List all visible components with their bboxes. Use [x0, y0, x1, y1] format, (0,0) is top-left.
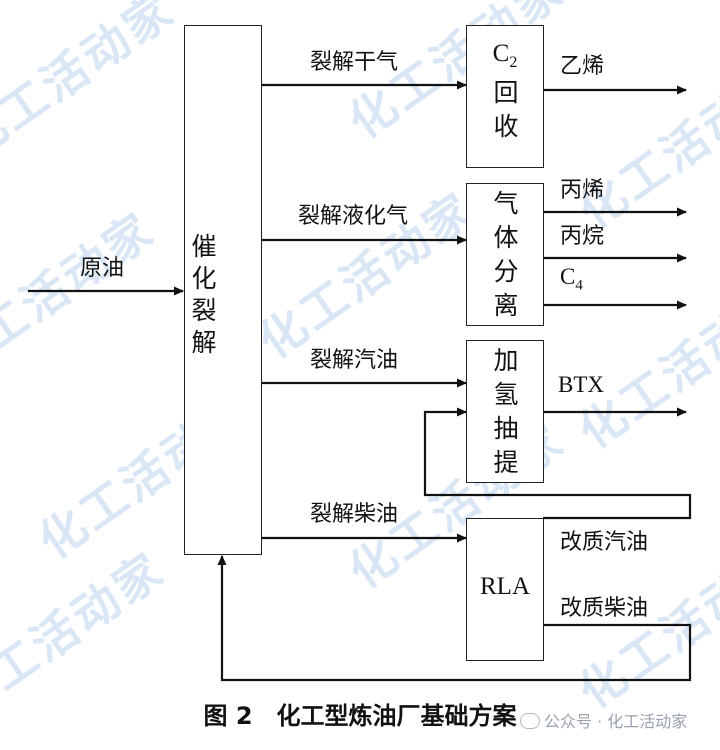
hydro-extraction-label: 加氢抽提	[493, 346, 519, 477]
c2-recovery-label: 回收	[493, 78, 519, 141]
propane-label: 丙烷	[560, 224, 605, 249]
lpg-label: 裂解液化气	[298, 204, 409, 229]
fcc-unit-box: 催化裂解	[184, 25, 262, 555]
feed-label: 原油	[80, 256, 125, 281]
ethylene-label: 乙烯	[560, 54, 605, 79]
diesel-label: 裂解柴油	[310, 502, 399, 527]
reformed-gasoline-recycle	[423, 407, 692, 520]
wechat-icon	[520, 713, 540, 729]
gas-separation-box: 气体分离	[466, 183, 544, 326]
reformed-gasoline-label: 改质汽油	[560, 530, 649, 555]
figure-caption: 图 2 化工型炼油厂基础方案	[203, 702, 517, 730]
c2-recovery-formula: C2	[492, 40, 518, 71]
hydro-extraction-box: 加氢抽提	[466, 340, 544, 483]
reformed-diesel-label: 改质柴油	[560, 596, 649, 621]
source-credit: 公众号 · 化工活动家	[520, 708, 687, 732]
rla-box: RLA	[466, 518, 544, 661]
gas-separation-label: 气体分离	[493, 189, 519, 320]
gasoline-label: 裂解汽油	[310, 348, 399, 373]
rla-label: RLA	[480, 573, 530, 600]
btx-label: BTX	[558, 372, 604, 397]
reformed-diesel-recycle	[217, 555, 692, 682]
dry-gas-label: 裂解干气	[310, 50, 399, 75]
fcc-unit-label: 催化裂解	[191, 231, 217, 359]
c4-label: C4	[560, 264, 583, 294]
c2-recovery-box: C2 回收	[466, 25, 544, 168]
propylene-label: 丙烯	[560, 178, 605, 203]
fcc-unit-text: 催化裂解	[191, 232, 217, 357]
